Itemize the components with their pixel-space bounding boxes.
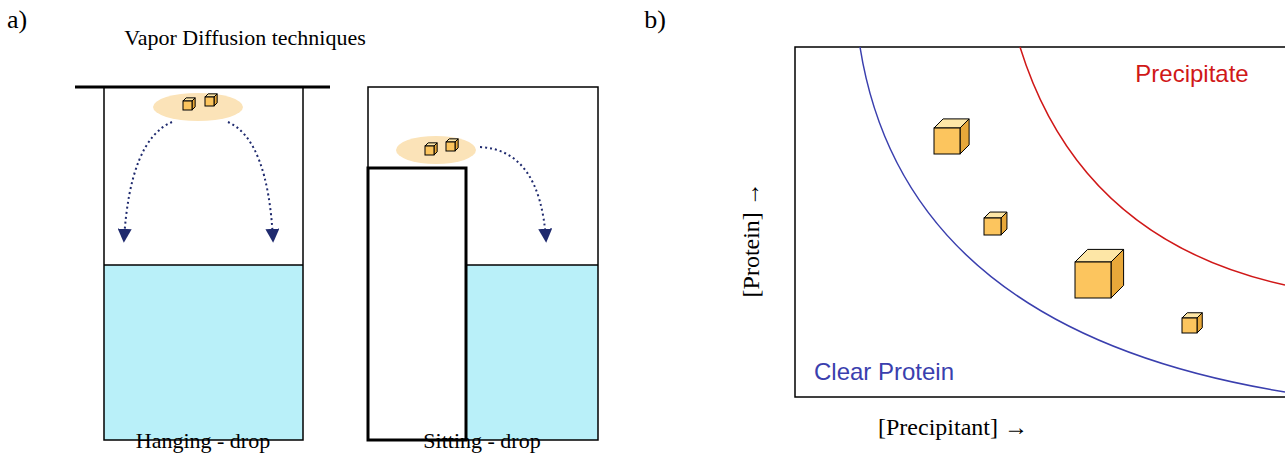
phase-diagram: [795, 47, 1285, 397]
crystal-cube: [1075, 249, 1124, 298]
region-label: Precipitate: [1135, 60, 1248, 88]
sitting-drop-well: [368, 87, 598, 440]
panel-label: a): [7, 5, 27, 35]
crystal-cube: [183, 98, 195, 110]
crystal-cube: [1182, 313, 1202, 333]
axis-label: [Precipitant] →: [878, 414, 1028, 442]
title: Vapor Diffusion techniques: [124, 25, 366, 50]
caption-text: Hanging - drop: [136, 428, 270, 453]
panel-label: b): [644, 5, 666, 35]
region-label: Clear Protein: [814, 358, 954, 386]
crystal-cube: [934, 119, 969, 154]
crystal-cube: [205, 94, 217, 106]
hanging-drop-well: [75, 87, 330, 440]
axis-label: [Protein] →: [738, 182, 766, 297]
crystal-cubes: [183, 94, 1202, 333]
crystal-cube: [425, 143, 437, 155]
crystal-cube: [984, 212, 1007, 235]
caption-text: Sitting - drop: [423, 428, 540, 453]
crystal-cube: [446, 139, 458, 151]
